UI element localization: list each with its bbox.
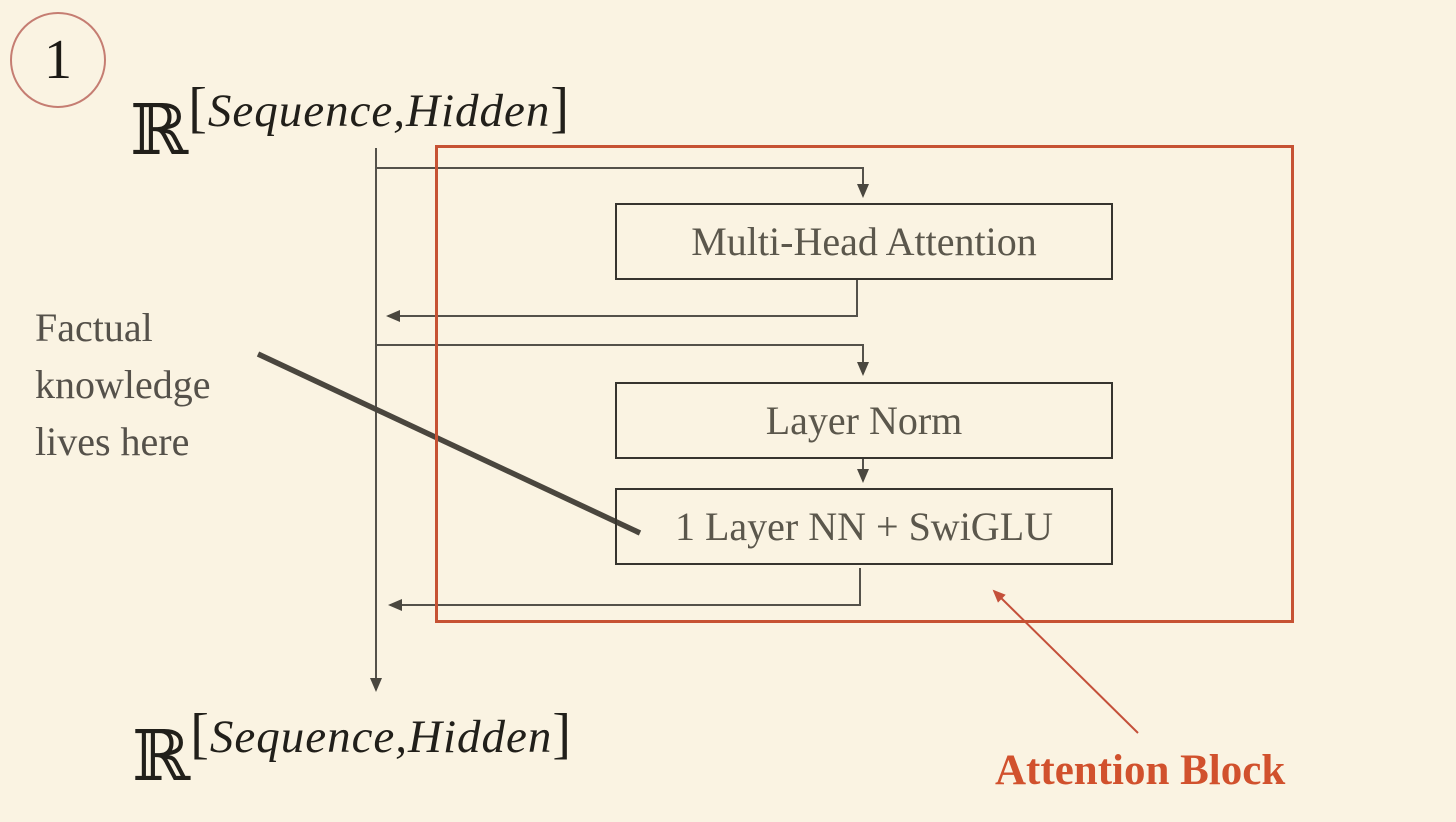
multi-head-attention-label: Multi-Head Attention — [691, 219, 1037, 264]
dim-hidden: Hidden — [408, 711, 553, 763]
layer-norm-label: Layer Norm — [765, 398, 963, 443]
factual-note-pointer-line — [256, 351, 642, 536]
step-number: 1 — [44, 29, 72, 91]
note-line-3: lives here — [35, 418, 190, 464]
multi-head-attention-box: Multi-Head Attention — [615, 203, 1113, 280]
real-numbers-symbol: ℝ — [132, 715, 191, 797]
branch-to-layernorm-arrow — [376, 344, 869, 376]
tensor-dimensions: [Sequence,Hidden] — [190, 706, 572, 762]
attention-block-caption: Attention Block — [995, 747, 1286, 794]
ffn-output-merge-arrow — [388, 568, 861, 611]
open-bracket: [ — [190, 703, 210, 765]
dim-separator: , — [393, 85, 407, 137]
real-numbers-symbol: ℝ — [130, 89, 189, 171]
close-bracket: ] — [552, 703, 573, 765]
dim-sequence: Sequence — [207, 85, 394, 137]
ffn-swiglu-label: 1 Layer NN + SwiGLU — [674, 504, 1054, 549]
branch-to-mha-arrow — [376, 167, 869, 198]
attention-block-outline — [435, 145, 1294, 623]
note-line-2: knowledge — [35, 361, 211, 407]
dim-sequence: Sequence — [209, 711, 396, 763]
layer-norm-box: Layer Norm — [615, 382, 1113, 459]
input-tensor-label: ℝ[Sequence,Hidden] — [130, 80, 570, 165]
step-number-badge: 1 — [10, 12, 106, 108]
mha-output-merge-arrow — [386, 280, 858, 322]
factual-knowledge-note: Factual knowledge lives here — [35, 300, 211, 470]
close-bracket: ] — [550, 77, 571, 139]
dim-hidden: Hidden — [406, 85, 551, 137]
tensor-dimensions: [Sequence,Hidden] — [188, 80, 570, 136]
note-line-1: Factual — [35, 305, 153, 350]
ffn-swiglu-box: 1 Layer NN + SwiGLU — [615, 488, 1113, 565]
dim-separator: , — [395, 711, 409, 763]
attention-label-arrow — [992, 589, 1139, 734]
open-bracket: [ — [188, 77, 208, 139]
output-tensor-label: ℝ[Sequence,Hidden] — [132, 706, 572, 791]
